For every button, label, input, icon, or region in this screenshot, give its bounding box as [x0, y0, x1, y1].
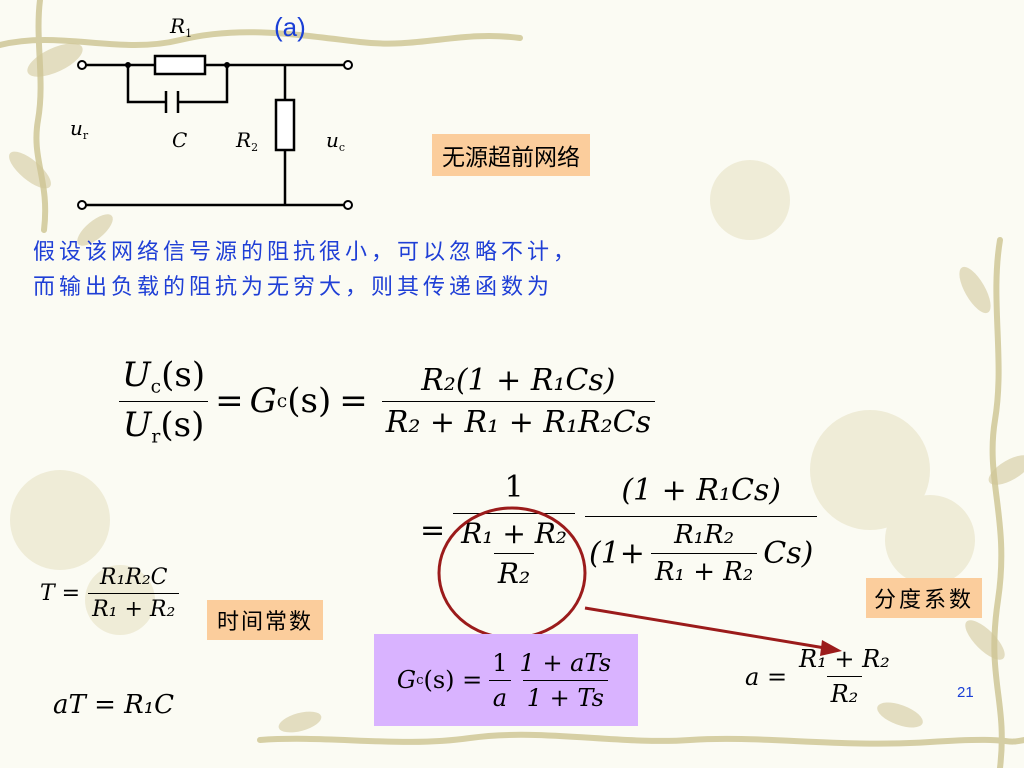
description-line-2: 而输出负载的阻抗为无穷大，则其传递函数为	[33, 275, 554, 300]
pointer-arrow-line	[584, 606, 826, 650]
rhs-fraction: R₂(1 + R₁Cs) R₂ + R₁ + R₁R₂Cs	[381, 363, 655, 440]
lhs-fraction: Uc(s) Ur(s)	[118, 355, 209, 447]
description-line-1: 假设该网络信号源的阻抗很小，可以忽略不计，	[33, 240, 580, 265]
c-label: C	[172, 128, 188, 152]
page-number: 21	[957, 684, 974, 701]
time-constant-label: 时间常数	[207, 600, 324, 640]
r2-label: R2	[236, 128, 259, 154]
description-text: 假设该网络信号源的阻抗很小，可以忽略不计， 而输出负载的阻抗为无穷大，则其传递函…	[33, 235, 579, 305]
gain-factor-fraction: 1 R₁ + R₂ R₂	[453, 470, 576, 590]
network-name-label: 无源超前网络	[432, 134, 590, 176]
highlight-ellipse	[437, 506, 587, 640]
expanded-equation: = 1 R₁ + R₂ R₂ (1 + R₁Cs) (1+ R₁R₂ R₁ + …	[420, 470, 818, 590]
uc-label: uc	[326, 128, 346, 154]
r1-label: R1	[170, 14, 193, 40]
lead-factor-fraction: (1 + R₁Cs) (1+ R₁R₂ R₁ + R₂ Cs)	[585, 473, 818, 587]
at-formula: aT = R₁C	[53, 690, 175, 720]
pointer-arrow-head	[820, 640, 842, 656]
ur-label: ur	[70, 116, 89, 142]
division-factor-label: 分度系数	[866, 578, 983, 618]
lead-network-circuit	[77, 54, 353, 210]
time-constant-formula: T = R₁R₂C R₁ + R₂	[40, 565, 180, 622]
panel-label: (a)	[274, 12, 306, 42]
division-factor-formula: a = R₁ + R₂ R₂	[745, 645, 890, 708]
